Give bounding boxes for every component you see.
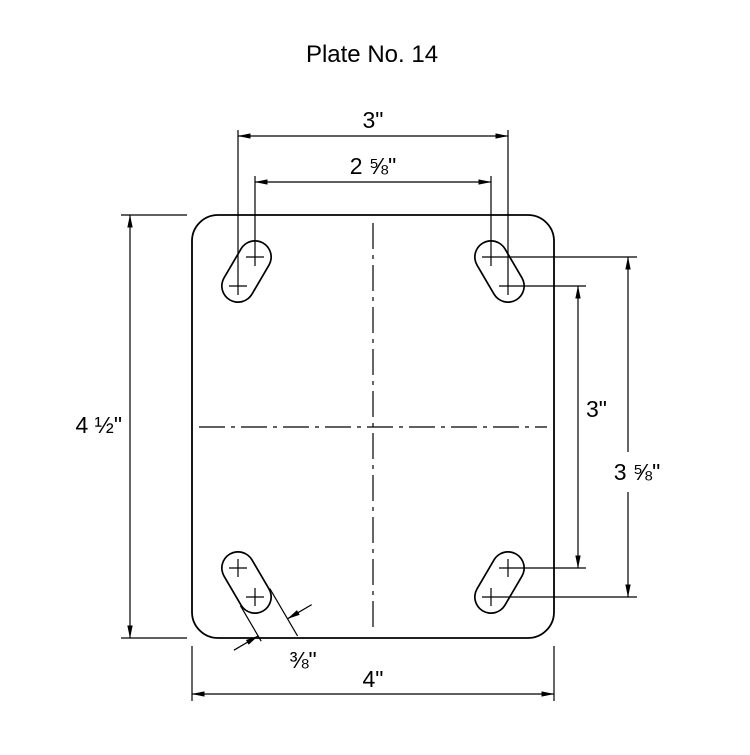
cross-bottom-right-outer [499,559,517,577]
dimension-bottom-width: 4" [191,646,555,701]
cross-bottom-left-inner [246,588,264,606]
slot-top-left [221,240,272,303]
dimension-label-top-inner: 2 ⅝" [350,153,397,179]
dimension-label-bottom-width: 4" [363,666,384,692]
hole-center-marks [229,248,517,606]
slot-bottom-right [474,551,525,614]
slot-side-projection-line [239,605,262,642]
bolt-slots [221,240,525,614]
dimension-arrow [233,635,259,651]
dimension-label-left-height: 4 ½" [75,412,122,438]
cross-top-left-outer [229,277,247,295]
slot-side-projection-line [269,588,299,637]
dimension-right-outer: 3 ⅝" [500,256,661,598]
cross-top-right-inner [482,248,500,266]
cross-bottom-left-outer [229,559,247,577]
slot-bottom-left [221,551,272,614]
slot-top-right [474,240,525,303]
dimension-arrow [287,604,313,620]
dimension-top-inner: 2 ⅝" [254,153,492,248]
dimension-label-top-outer: 3" [363,107,384,133]
dimension-left-height: 4 ½" [75,214,187,639]
dimension-label-slot-width: ⅜" [289,647,316,673]
drawing-title: Plate No. 14 [306,41,438,68]
cross-bottom-right-inner [482,588,500,606]
plate-body [191,214,555,639]
cross-top-right-outer [499,277,517,295]
dimension-slot-width: ⅜" [233,588,317,673]
dimension-right-inner: 3" [517,285,607,569]
dimension-label-right-inner: 3" [586,396,607,422]
dimension-top-outer: 3" [237,107,509,277]
dimension-label-right-outer: 3 ⅝" [614,459,661,485]
cross-top-left-inner [246,248,264,266]
plate-outline [191,214,555,639]
